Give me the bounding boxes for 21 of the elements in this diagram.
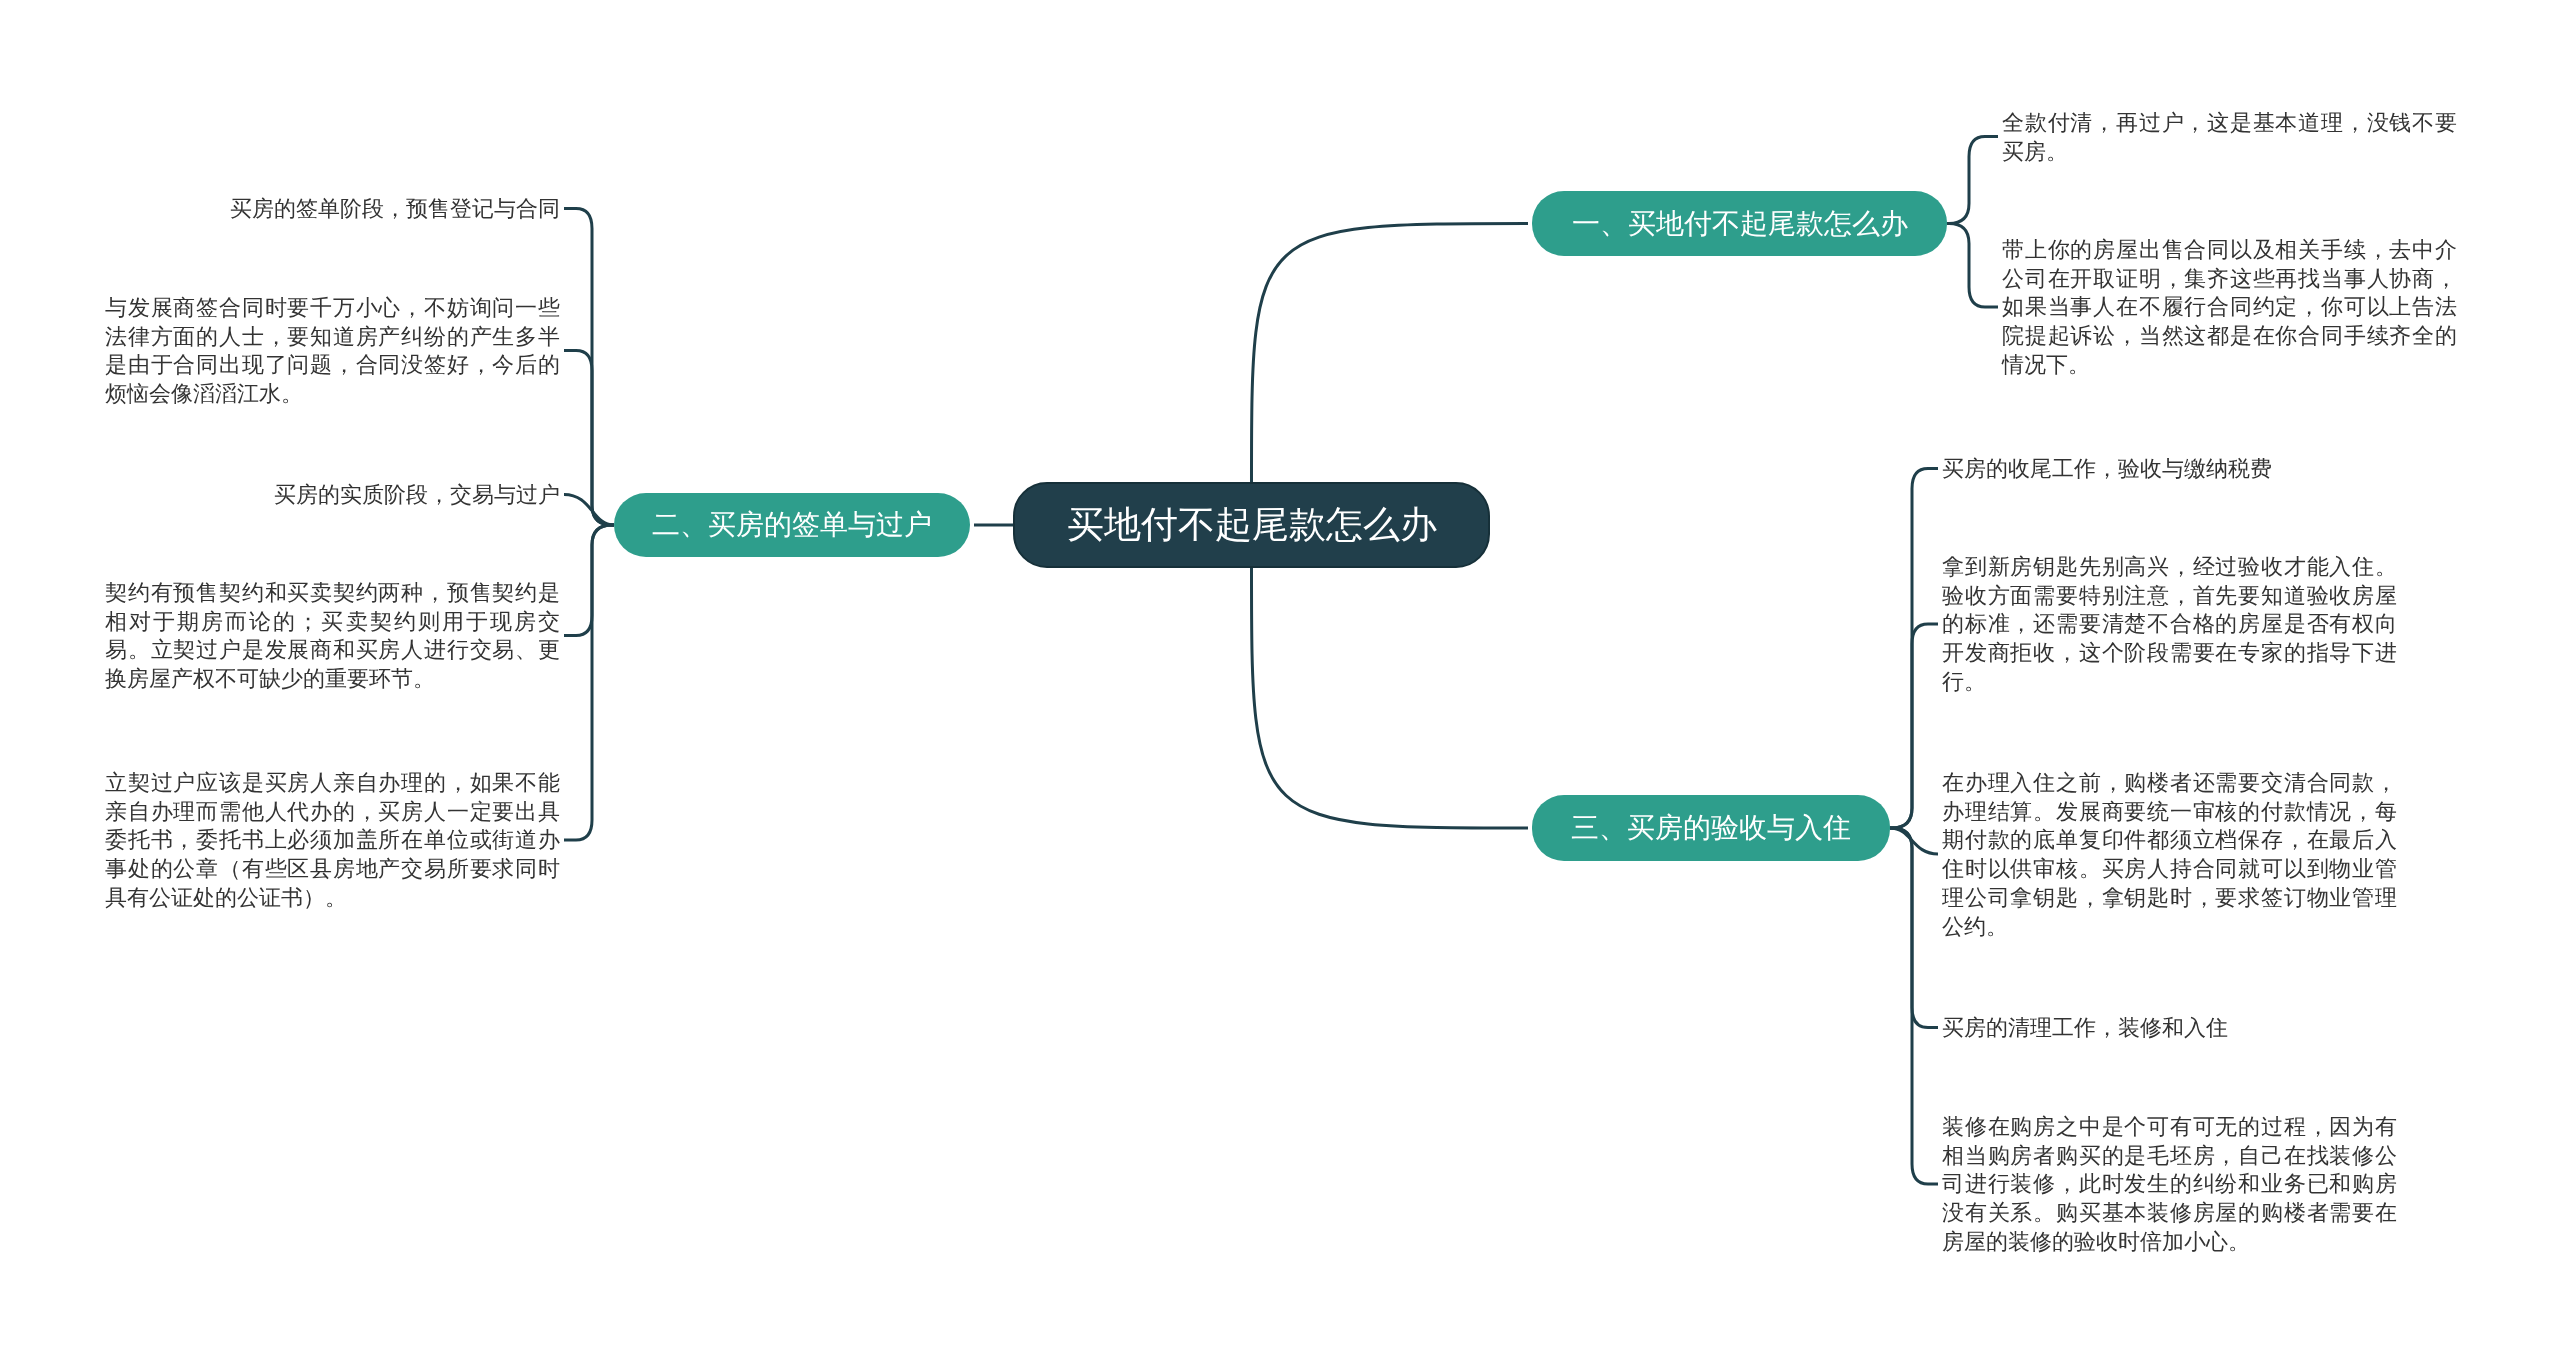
note-text: 带上你的房屋出售合同以及相关手续，去中介公司在开取证明，集齐这些再找当事人协商，如果当事人在不履行合同约定，你可以上告法院提起诉讼，当然这都是在你合同手续齐全的情况下。 [2002, 235, 2457, 379]
topic-box: 三、买房的验收与入住 [1532, 795, 1890, 861]
note-text: 买房的清理工作，装修和入住 [1942, 1013, 2397, 1042]
topic-box: 二、买房的签单与过户 [614, 493, 970, 557]
note-text: 买房的收尾工作，验收与缴纳税费 [1942, 454, 2397, 483]
note-text: 在办理入住之前，购楼者还需要交清合同款，办理结算。发展商要统一审核的付款情况，每期付款的底单复印件都须立档保存，在最后入住时以供审核。买房人持合同就可以到物业管理公司拿钥匙，拿钥匙时，要求签订物业管理公约。 [1942, 768, 2397, 941]
connector-line [563, 493, 615, 527]
connector-line [1250, 222, 1528, 482]
note-text: 契约有预售契约和买卖契约两种，预售契约是相对于期房而论的；买卖契约则用于现房交易。立契过户是发展商和买房人进行交易、更换房屋产权不可缺少的重要环节。 [105, 578, 560, 693]
note-text: 拿到新房钥匙先别高兴，经过验收才能入住。验收方面需要特别注意，首先要知道验收房屋的标准，还需要清楚不合格的房屋是否有权向开发商拒收，这个阶段需要在专家的指导下进行。 [1942, 552, 2397, 696]
note-text: 全款付清，再过户，这是基本道理，没钱不要买房。 [2002, 108, 2457, 166]
note-text: 买房的实质阶段，交易与过户 [105, 480, 560, 509]
note-text: 装修在购房之中是个可有可无的过程，因为有相当购房者购买的是毛坯房，自己在找装修公司进行装修，此时发生的纠纷和业务已和购房没有关系。购买基本装修房屋的购楼者需要在房屋的装修的验收时倍加小心。 [1942, 1112, 2397, 1256]
note-text: 与发展商签合同时要千万小心，不妨询问一些法律方面的人士，要知道房产纠纷的产生多半是由于合同出现了问题，合同没签好，今后的烦恼会像滔滔江水。 [105, 293, 560, 408]
central-topic: 买地付不起尾款怎么办 [1013, 482, 1490, 568]
connector-line [1250, 568, 1528, 830]
connector-line [1889, 622, 1938, 830]
topic-box: 一、买地付不起尾款怎么办 [1532, 191, 1947, 256]
note-text: 买房的签单阶段，预售登记与合同 [105, 194, 560, 223]
connector-line [974, 523, 1013, 527]
note-text: 立契过户应该是买房人亲自办理的，如果不能亲自办理而需他人代办的，买房人一定要出具委托书，委托书上必须加盖所在单位或街道办事处的公章（有些区县房地产交易所要求同时具有公证处的公证书）。 [105, 768, 560, 912]
